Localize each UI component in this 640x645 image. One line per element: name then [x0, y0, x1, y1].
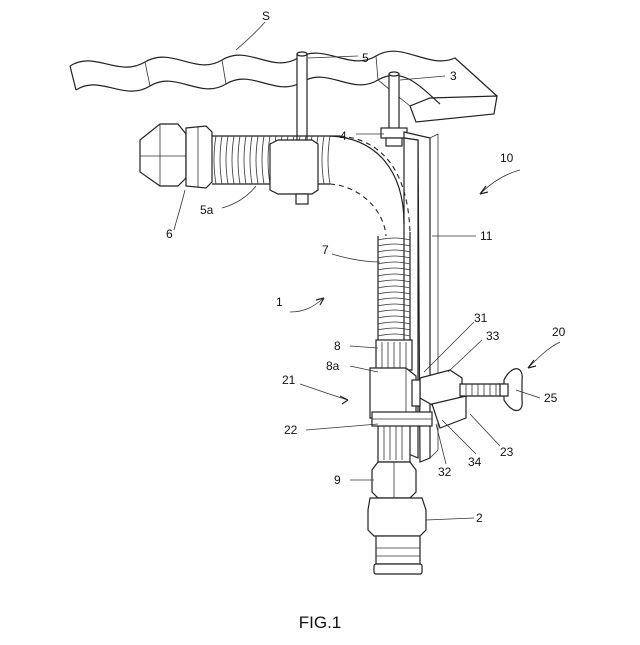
label-7: 7 [322, 243, 329, 257]
figure-caption: FIG.1 [299, 613, 342, 632]
hanger-bolt-3 [389, 72, 399, 130]
label-31: 31 [474, 311, 488, 325]
label-S: S [262, 9, 270, 23]
label-10: 10 [500, 151, 514, 165]
label-5: 5 [362, 51, 369, 65]
hose-clamp [270, 140, 318, 204]
reference-labels: S 5 3 4 10 6 5a 7 11 1 31 33 20 8 8a 21 … [166, 9, 566, 525]
label-20: 20 [552, 325, 566, 339]
label-34: 34 [468, 455, 482, 469]
label-22: 22 [284, 423, 298, 437]
hanger-bolt-5 [297, 52, 307, 146]
connector-2 [368, 498, 426, 574]
label-11: 11 [480, 229, 493, 243]
label-25: 25 [544, 391, 558, 405]
label-5a: 5a [200, 203, 214, 217]
label-21: 21 [282, 373, 296, 387]
label-8a: 8a [326, 359, 340, 373]
label-8: 8 [334, 339, 341, 353]
label-4: 4 [340, 129, 347, 143]
ceiling-slab [70, 51, 497, 122]
label-9: 9 [334, 473, 341, 487]
label-1: 1 [276, 295, 283, 309]
label-33: 33 [486, 329, 500, 343]
label-3: 3 [450, 69, 457, 83]
label-6: 6 [166, 227, 173, 241]
label-32: 32 [438, 465, 452, 479]
label-23: 23 [500, 445, 514, 459]
hose-bend-hidden [330, 136, 410, 236]
bracket-4 [381, 128, 407, 146]
label-2: 2 [476, 511, 483, 525]
nut-9 [372, 462, 416, 498]
fitting-6 [140, 124, 212, 188]
